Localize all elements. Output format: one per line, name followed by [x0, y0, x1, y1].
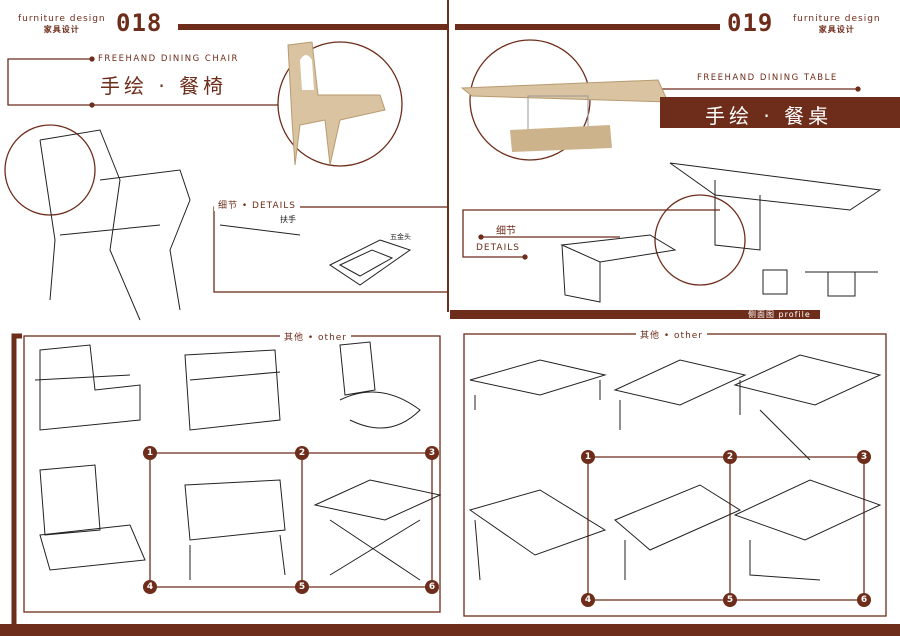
- header-bar: [178, 24, 448, 30]
- table-render: [460, 79, 669, 152]
- marker-3: 3: [857, 450, 871, 464]
- details-cn: 细节: [496, 226, 516, 237]
- subtitle: FREEHAND DINING CHAIR: [98, 54, 239, 64]
- marker-6: 6: [857, 593, 871, 607]
- marker-2: 2: [295, 446, 309, 460]
- marker-2: 2: [723, 450, 737, 464]
- sketch-note: 扶手: [280, 215, 296, 224]
- details-en: DETAILS: [476, 243, 520, 253]
- marker-5: 5: [295, 580, 309, 594]
- subtitle: FREEHAND DINING TABLE: [697, 73, 838, 83]
- brand-en: furniture design: [793, 14, 881, 24]
- details-label: 细节 • DETAILS: [214, 198, 300, 211]
- brand-cn: 家具设计: [818, 25, 855, 34]
- other-label: 其他 • other: [280, 330, 352, 343]
- profile-bar: [450, 310, 820, 319]
- profile-label: 侧面图 profile: [748, 310, 811, 319]
- page-number: 019: [727, 9, 774, 37]
- footer-bar: [0, 624, 900, 636]
- marker-1: 1: [581, 450, 595, 464]
- marker-4: 4: [143, 580, 157, 594]
- header-bar: [455, 24, 720, 30]
- marker-3: 3: [425, 446, 439, 460]
- title-block: [660, 97, 900, 128]
- sketch-note: 五金头: [390, 233, 411, 241]
- marker-6: 6: [425, 580, 439, 594]
- other-label: 其他 • other: [636, 328, 708, 341]
- page-title: 手绘 · 餐桌: [705, 104, 833, 128]
- page-number: 018: [116, 9, 163, 37]
- brand-cn: 家具设计: [43, 25, 80, 34]
- marker-4: 4: [581, 593, 595, 607]
- marker-1: 1: [143, 446, 157, 460]
- page-title: 手绘 · 餐椅: [100, 74, 228, 98]
- chair-render: [287, 41, 386, 166]
- marker-5: 5: [723, 593, 737, 607]
- brand-en: furniture design: [18, 14, 106, 24]
